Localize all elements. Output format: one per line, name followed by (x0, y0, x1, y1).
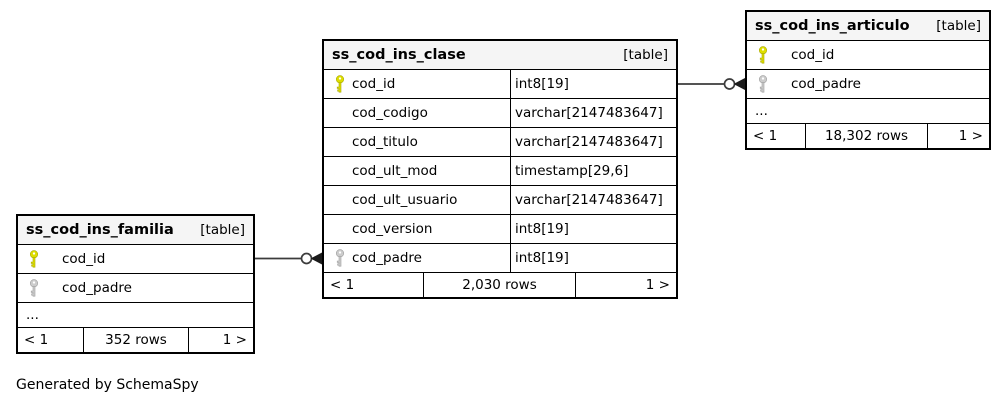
column-name: cod_id (791, 47, 835, 63)
degrees-prev: < 1 (18, 328, 84, 352)
column-row: cod_id int8[19] (324, 69, 676, 98)
columns-ellipsis: ... (18, 302, 253, 327)
entity-ss-cod-ins-clase[interactable]: ss_cod_ins_clase [table] cod_id int8[19]… (322, 39, 678, 299)
table-badge: [table] (200, 222, 245, 238)
column-name-cell: cod_titulo (324, 128, 511, 156)
key-slot (28, 250, 62, 268)
foreign-key-icon (29, 279, 39, 297)
column-name-cell: cod_padre (324, 244, 511, 272)
row-count: 352 rows (84, 328, 189, 352)
column-name-cell: cod_padre (18, 274, 253, 302)
table-footer: < 1 2,030 rows 1 > (324, 272, 676, 297)
column-name-cell: cod_ult_mod (324, 157, 511, 185)
column-row: cod_id (747, 40, 989, 69)
table-name: ss_cod_ins_familia (26, 222, 174, 238)
generated-by-text: Generated by SchemaSpy (16, 377, 199, 393)
table-header[interactable]: ss_cod_ins_familia [table] (18, 216, 253, 244)
column-name: cod_codigo (352, 105, 428, 121)
cardinality-circle-icon (300, 252, 313, 265)
column-row: cod_version int8[19] (324, 214, 676, 243)
column-name: cod_ult_usuario (352, 192, 458, 208)
column-name-cell: cod_id (747, 41, 989, 69)
foreign-key-icon (758, 75, 768, 93)
column-name-cell: cod_id (18, 245, 253, 273)
column-row: cod_codigo varchar[2147483647] (324, 98, 676, 127)
table-header[interactable]: ss_cod_ins_articulo [table] (747, 12, 989, 40)
column-name-cell: cod_ult_usuario (324, 186, 511, 214)
degrees-next: 1 > (958, 128, 983, 144)
column-type: varchar[2147483647] (515, 192, 663, 208)
column-row: cod_ult_mod timestamp[29,6] (324, 156, 676, 185)
column-type: int8[19] (515, 221, 569, 237)
key-slot (334, 249, 352, 267)
row-count: 18,302 rows (806, 124, 928, 148)
primary-key-icon (29, 250, 39, 268)
table-name: ss_cod_ins_articulo (755, 18, 910, 34)
entity-ss-cod-ins-familia[interactable]: ss_cod_ins_familia [table] cod_id (16, 214, 255, 354)
table-footer: < 1 352 rows 1 > (18, 327, 253, 352)
column-name: cod_id (352, 76, 396, 92)
column-name: cod_padre (62, 280, 132, 296)
column-row: cod_ult_usuario varchar[2147483647] (324, 185, 676, 214)
column-type: varchar[2147483647] (515, 134, 663, 150)
degrees-prev: < 1 (324, 273, 424, 297)
arrowhead-icon (310, 252, 322, 265)
column-row: cod_id (18, 244, 253, 273)
arrowhead-icon (733, 78, 745, 90)
column-name-cell: cod_codigo (324, 99, 511, 127)
column-type: int8[19] (515, 250, 569, 266)
columns-ellipsis: ... (747, 98, 989, 123)
foreign-key-icon (335, 249, 345, 267)
column-name: cod_id (62, 251, 106, 267)
column-name: cod_padre (791, 76, 861, 92)
column-type: timestamp[29,6] (515, 163, 629, 179)
key-slot (28, 279, 62, 297)
column-row: cod_padre int8[19] (324, 243, 676, 272)
column-row: cod_padre (18, 273, 253, 302)
column-row: cod_padre (747, 69, 989, 98)
key-slot (757, 46, 791, 64)
table-footer: < 1 18,302 rows 1 > (747, 123, 989, 148)
column-name: cod_titulo (352, 134, 418, 150)
column-name-cell: cod_id (324, 70, 511, 98)
table-name: ss_cod_ins_clase (332, 47, 466, 63)
column-name: cod_padre (352, 250, 422, 266)
column-name: cod_ult_mod (352, 163, 438, 179)
edge-familia-to-clase (255, 252, 322, 265)
column-name: cod_version (352, 221, 433, 237)
entity-ss-cod-ins-articulo[interactable]: ss_cod_ins_articulo [table] cod_id (745, 10, 991, 150)
edge-clase-to-articulo (678, 78, 745, 90)
cardinality-circle-icon (723, 78, 736, 90)
key-slot (334, 75, 352, 93)
degrees-next: 1 > (222, 332, 247, 348)
column-type: int8[19] (515, 76, 569, 92)
table-badge: [table] (936, 18, 981, 34)
column-name-cell: cod_padre (747, 70, 989, 98)
table-header[interactable]: ss_cod_ins_clase [table] (324, 41, 676, 69)
column-type: varchar[2147483647] (515, 105, 663, 121)
degrees-next: 1 > (645, 277, 670, 293)
primary-key-icon (335, 75, 345, 93)
primary-key-icon (758, 46, 768, 64)
row-count: 2,030 rows (424, 273, 576, 297)
table-badge: [table] (623, 47, 668, 63)
degrees-prev: < 1 (747, 124, 806, 148)
key-slot (757, 75, 791, 93)
column-name-cell: cod_version (324, 215, 511, 243)
column-row: cod_titulo varchar[2147483647] (324, 127, 676, 156)
